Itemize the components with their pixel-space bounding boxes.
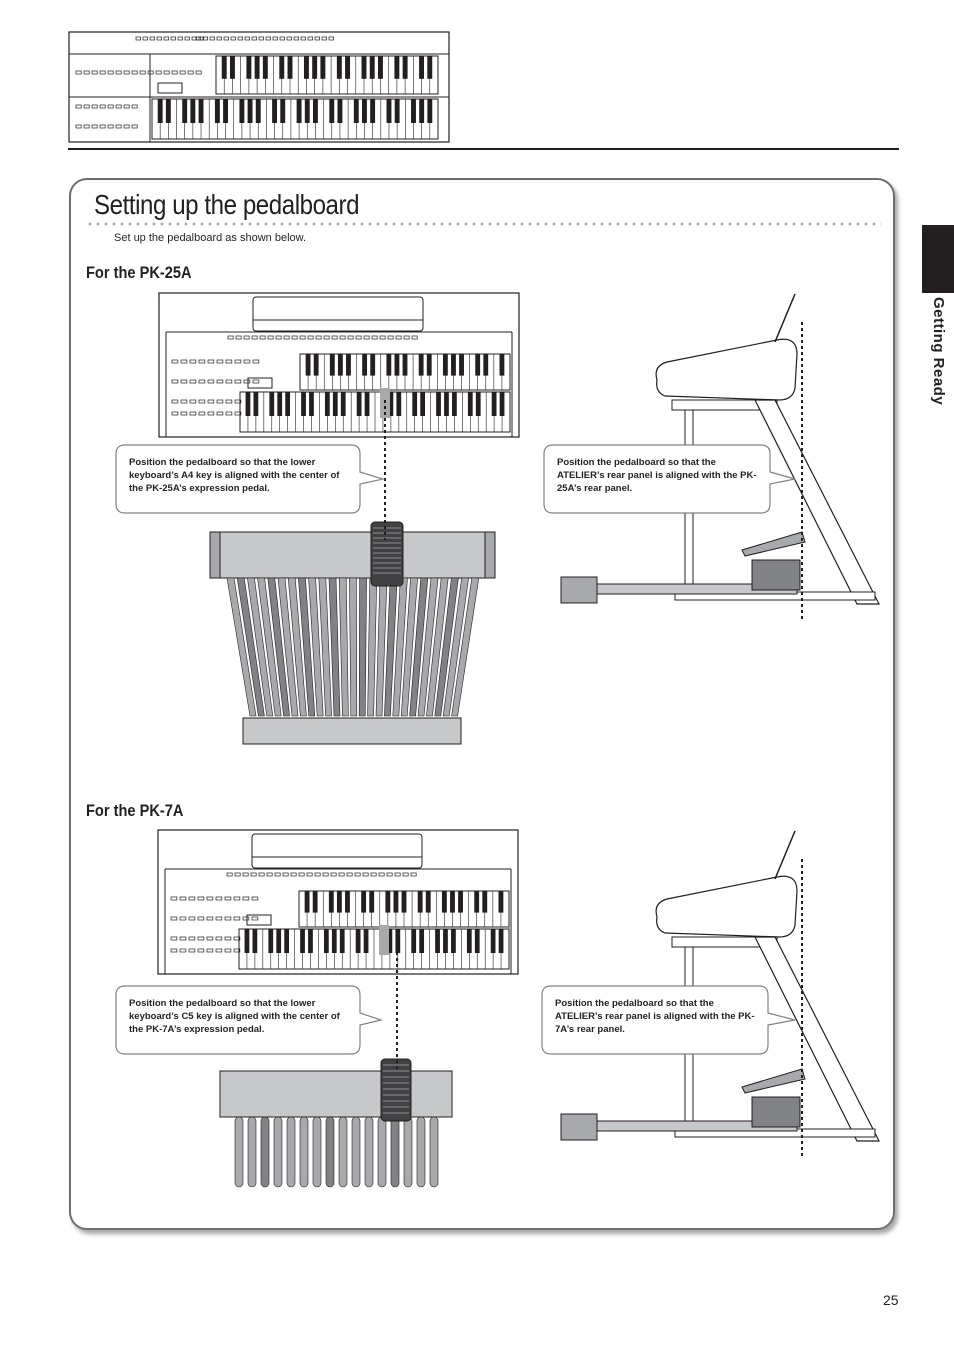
pk25a-front-alignment-line xyxy=(384,400,386,540)
header-rule xyxy=(68,148,899,150)
dotted-divider xyxy=(86,222,881,226)
pk25a-organ-front-illustration xyxy=(158,292,520,438)
content-panel xyxy=(69,178,895,1230)
pk25a-side-callout: Position the pedalboard so that the ATEL… xyxy=(543,444,796,514)
pk7a-heading: For the PK-7A xyxy=(86,801,184,820)
callout-bubble xyxy=(115,985,384,1055)
pk7a-front-callout-text: Position the pedalboard so that the lowe… xyxy=(129,998,340,1035)
pk7a-front-alignment-line xyxy=(396,940,398,1070)
pk7a-pedalboard-illustration xyxy=(219,1058,453,1188)
pk25a-side-view-illustration xyxy=(560,293,880,622)
pk7a-front-callout: Position the pedalboard so that the lowe… xyxy=(115,985,384,1055)
pk25a-heading: For the PK-25A xyxy=(86,263,192,282)
pk25a-front-callout-text: Position the pedalboard so that the lowe… xyxy=(129,457,340,494)
section-tab-label: Getting Ready xyxy=(930,297,947,406)
pk7a-organ-front-illustration xyxy=(157,829,519,975)
pk25a-front-callout: Position the pedalboard so that the lowe… xyxy=(115,444,386,514)
callout-bubble xyxy=(115,444,386,514)
page-number: 25 xyxy=(883,1292,899,1308)
header-organ-illustration xyxy=(68,31,450,143)
pk7a-side-view-illustration xyxy=(560,830,880,1159)
pk25a-pedalboard-illustration xyxy=(209,521,496,745)
callout-bubble xyxy=(541,985,796,1055)
section-title: Setting up the pedalboard xyxy=(94,189,360,220)
pk7a-side-callout-text: Position the pedalboard so that the ATEL… xyxy=(555,998,755,1035)
pk7a-side-callout: Position the pedalboard so that the ATEL… xyxy=(541,985,796,1055)
pk25a-side-callout-text: Position the pedalboard so that the ATEL… xyxy=(557,457,757,494)
section-tab-marker xyxy=(922,225,954,293)
callout-bubble xyxy=(543,444,796,514)
intro-text: Set up the pedalboard as shown below. xyxy=(114,232,307,244)
